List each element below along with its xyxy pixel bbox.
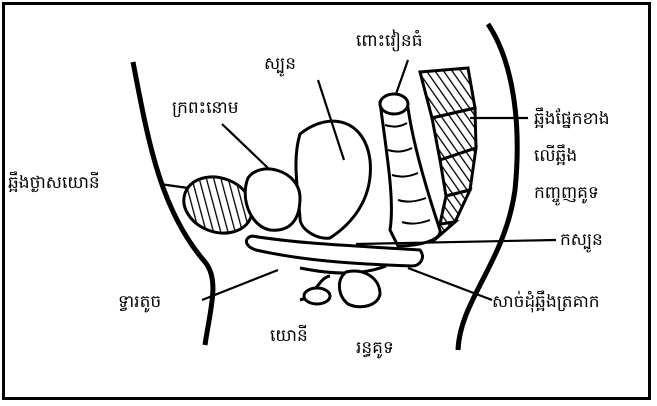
label-urethra: ទ្វារតូច (118, 292, 161, 312)
label-spine-line-1: ឆ្អឹងផ្នែកខាង (534, 109, 610, 129)
intestine-top (380, 94, 408, 114)
bladder-organ (296, 121, 370, 238)
label-spine-line-3: កញ្ចូញគូទ (534, 183, 599, 203)
anus-organ (339, 271, 380, 307)
label-vagina: យោនី (270, 326, 308, 346)
vaginal-opening (304, 288, 330, 304)
label-anus: រន្ធគូទ (356, 338, 394, 358)
label-large-intestine: ពោះវៀនធំ (356, 31, 423, 51)
label-cervix: កស្បូន (560, 230, 603, 250)
label-uterus: ក្រពះនោម (172, 98, 239, 118)
uterus-organ (245, 169, 300, 230)
label-spine-line-2: លើឆ្អឹង (534, 146, 577, 166)
label-perineal-muscle: សាច់ដុំឆ្អឹងត្រគាក (492, 292, 600, 312)
label-pubic-bone: ឆ្អឹងថ្ងាសយោនី (8, 173, 100, 193)
label-bladder: ស្បូន (264, 54, 296, 74)
